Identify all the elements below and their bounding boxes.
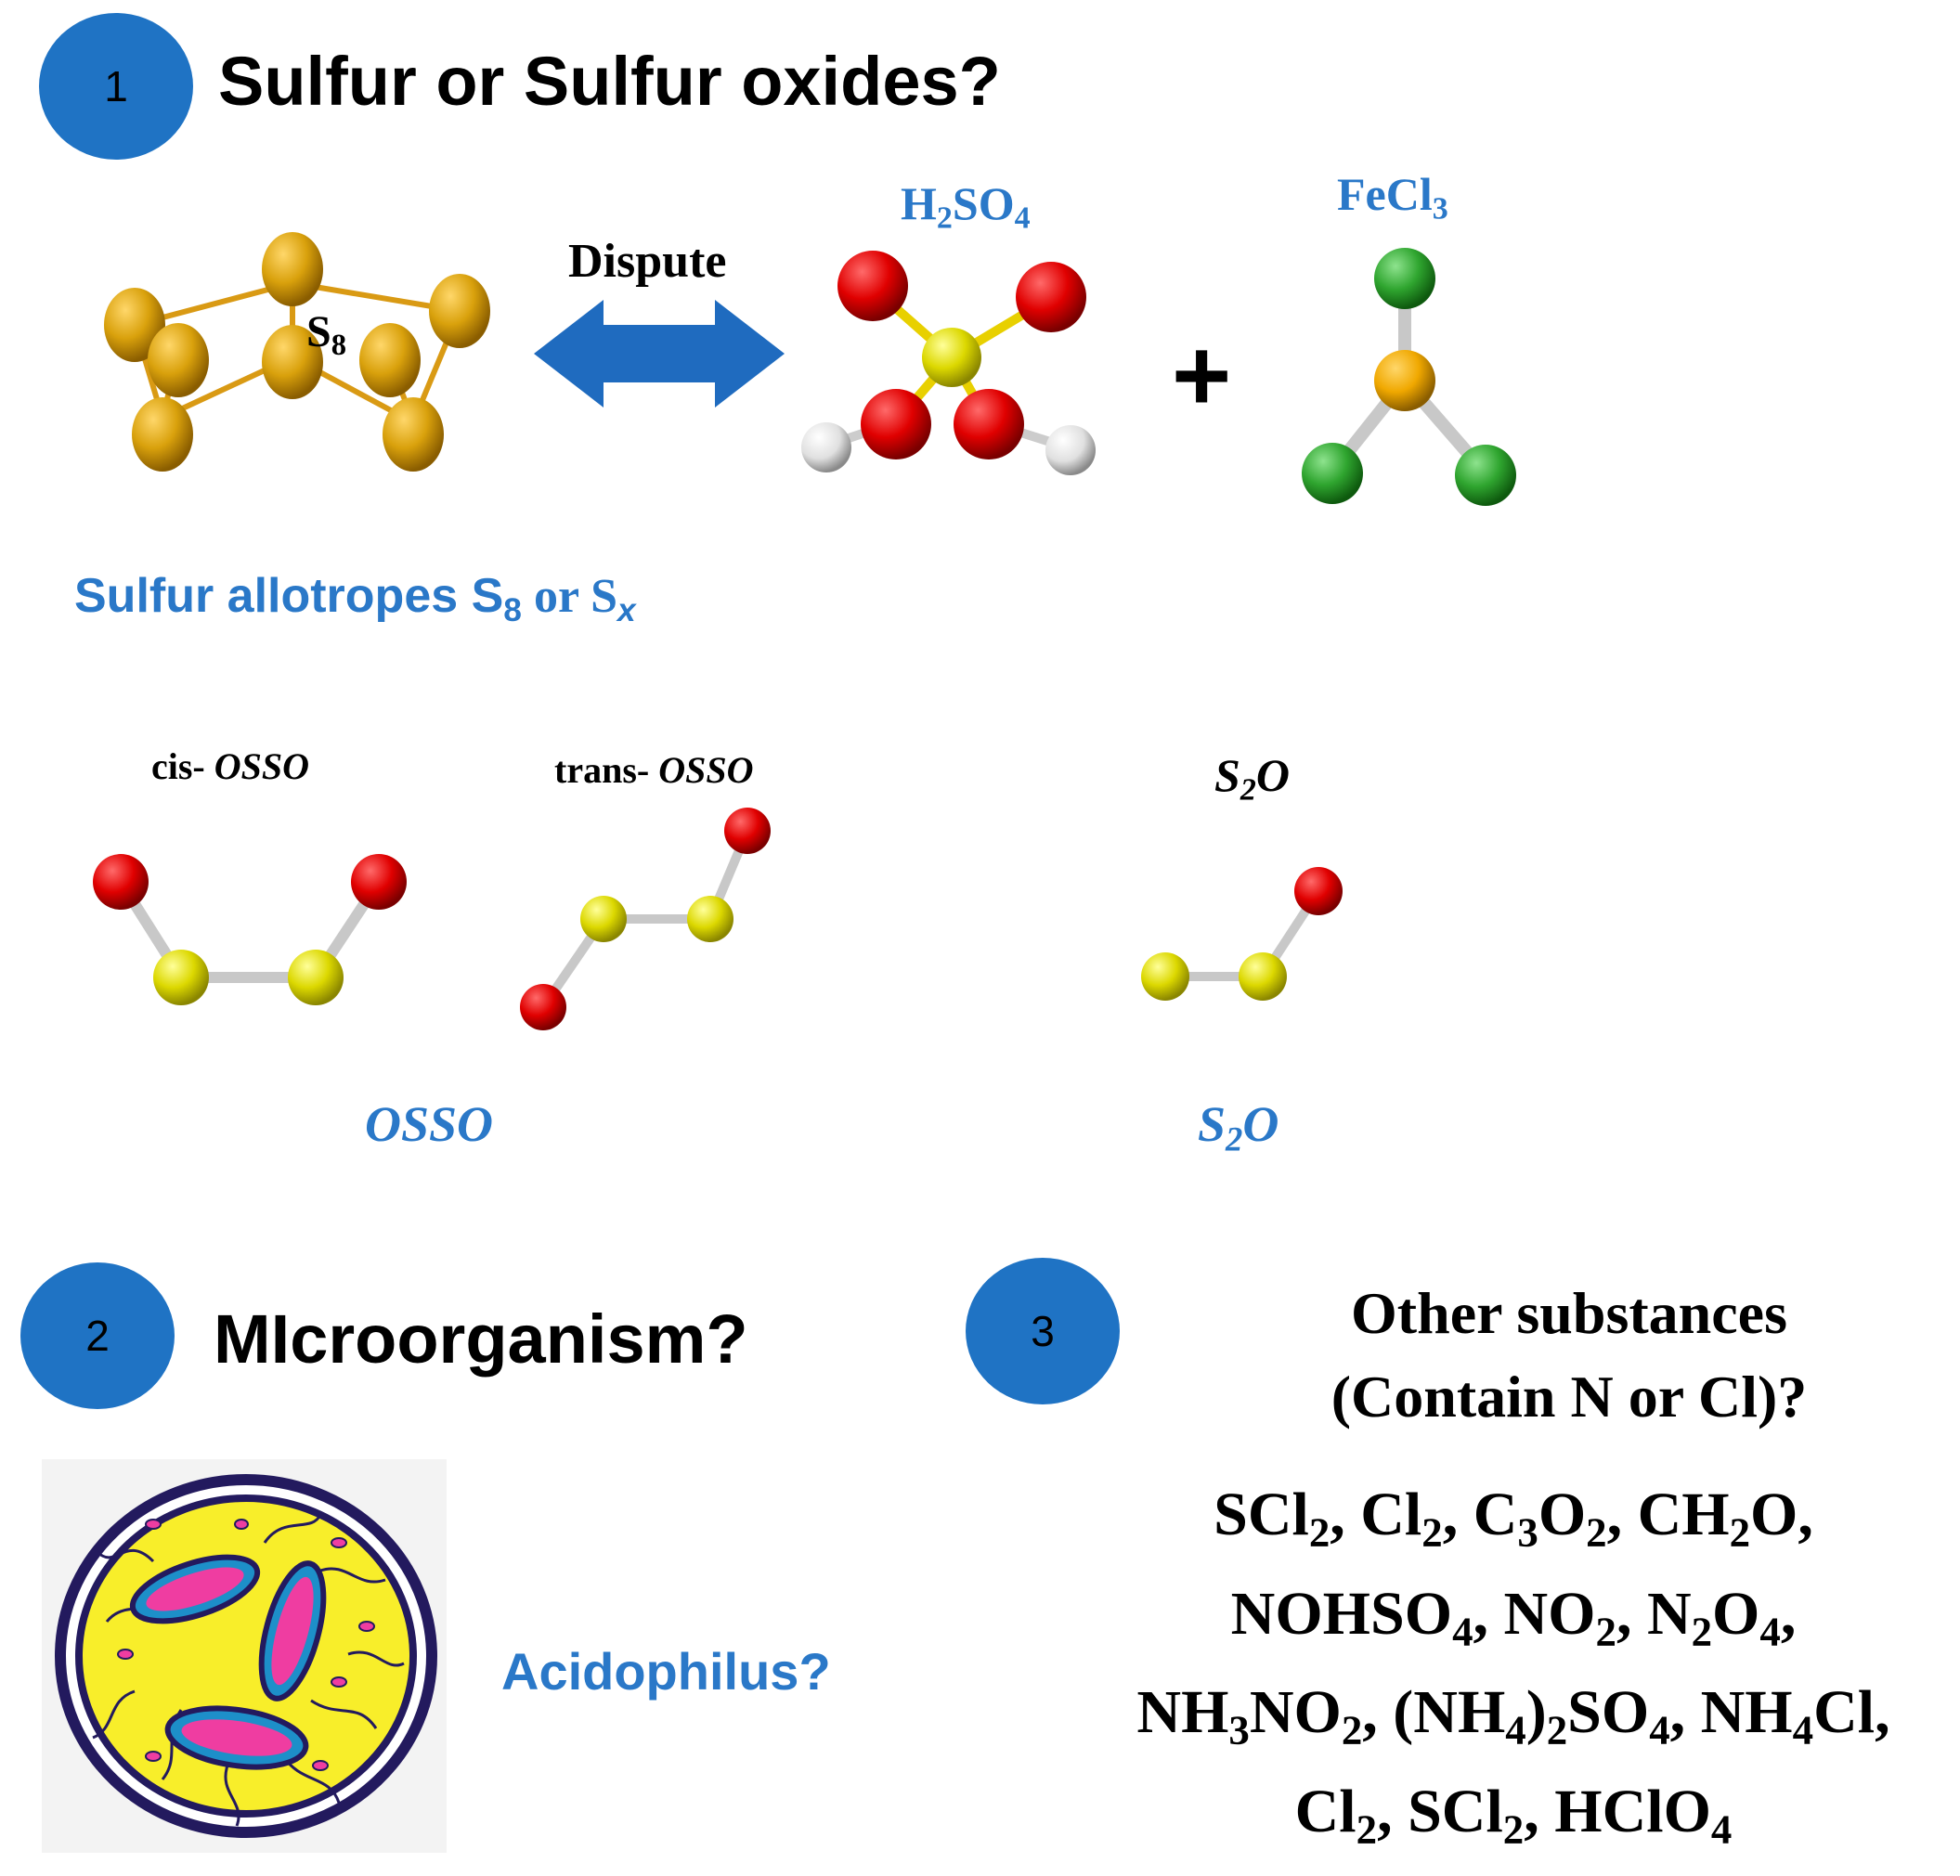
- trans-osso-molecule: [520, 808, 771, 1030]
- section-2-number: 2: [85, 1312, 110, 1360]
- formula-text: , C: [1442, 1481, 1518, 1548]
- allotropes-caption: Sulfur allotropes S8 or Sx: [74, 569, 636, 628]
- s2o-bonds: [1165, 888, 1323, 981]
- acidophilus-caption: Acidophilus?: [501, 1642, 831, 1701]
- section-3-heading: Other substances (Contain N or Cl)?: [1244, 1272, 1894, 1439]
- section-3-number: 3: [1031, 1307, 1055, 1355]
- s2o-atoms: [1141, 867, 1343, 1001]
- formula-subscript: 2: [1546, 1706, 1568, 1753]
- cis-osso-molecule: [93, 854, 407, 1005]
- h2so4-atoms: [801, 251, 1096, 475]
- formula-subscript: 4: [1792, 1706, 1814, 1753]
- formula-text: SO: [1567, 1678, 1650, 1747]
- s2o-label: S2O: [1214, 749, 1290, 808]
- s8-molecule: [104, 232, 490, 472]
- plus-sign: +: [1172, 318, 1232, 433]
- bacteria-cells: [129, 1554, 327, 1770]
- h2so4-label-part: H: [901, 177, 937, 229]
- section-3-heading-line-1: Other substances: [1351, 1280, 1787, 1346]
- fecl3-label: FeCl3: [1337, 167, 1448, 227]
- formula-subscript: 2: [1691, 1608, 1713, 1655]
- section-1-number: 1: [104, 62, 128, 110]
- fecl3-label-part: FeCl: [1337, 168, 1433, 220]
- h2so4-label-part: 2: [936, 201, 953, 236]
- formula-text: , (NH: [1362, 1678, 1506, 1747]
- formula-text: O: [1712, 1579, 1760, 1648]
- formula-text: , NH: [1669, 1678, 1793, 1747]
- formula-text: NOHSO: [1230, 1579, 1453, 1648]
- formula-subscript: 2: [1502, 1805, 1525, 1853]
- section-1-badge: 1: [39, 13, 193, 160]
- s2o-caption: S2O: [1198, 1096, 1279, 1158]
- formula-text: , HClO: [1524, 1777, 1711, 1845]
- formula-subscript: 2: [1341, 1706, 1363, 1753]
- formula-text: NO: [1249, 1678, 1342, 1747]
- formula-text: , Cl: [1330, 1481, 1422, 1548]
- formula-subscript: 4: [1710, 1805, 1733, 1853]
- formula-subscript: 4: [1452, 1608, 1473, 1655]
- formula-text: O: [1538, 1481, 1587, 1548]
- formula-line: SCl2, Cl2, C3O2, CH2O,: [1077, 1474, 1950, 1573]
- formula-text: SCl: [1214, 1481, 1309, 1548]
- formula-text: O,: [1750, 1481, 1813, 1548]
- s2o-molecule: [1141, 867, 1343, 1001]
- formula-subscript: 2: [1586, 1508, 1607, 1556]
- h2so4-label-part: SO: [952, 177, 1015, 229]
- section-3-badge: 3: [966, 1258, 1120, 1404]
- formula-text: , N: [1616, 1579, 1692, 1648]
- formula-subscript: 2: [1729, 1508, 1751, 1556]
- bacteria-spores: [117, 1519, 375, 1771]
- formula-subscript: 3: [1517, 1508, 1538, 1556]
- formula-text: ,: [1780, 1579, 1797, 1648]
- osso-caption: OSSO: [365, 1096, 494, 1152]
- formula-subscript: 4: [1759, 1608, 1781, 1655]
- trans-osso-atoms: [520, 808, 771, 1030]
- s8-label: S8: [306, 307, 347, 363]
- double-arrow: [534, 300, 785, 408]
- h2so4-label-part: 4: [1014, 201, 1031, 236]
- formula-subscript: 2: [1595, 1608, 1616, 1655]
- fecl3-atoms: [1302, 248, 1516, 506]
- section-2-badge: 2: [20, 1262, 175, 1409]
- section-1-heading: Sulfur or Sulfur oxides?: [218, 43, 1001, 120]
- formula-subscript: 3: [1228, 1706, 1250, 1753]
- trans-osso-label: trans- OSSO: [554, 749, 754, 791]
- formula-subscript: 4: [1649, 1706, 1670, 1753]
- section-3-heading-line-2: (Contain N or Cl)?: [1330, 1364, 1808, 1430]
- formula-text: Cl: [1294, 1777, 1356, 1845]
- formula-text: , CH: [1606, 1481, 1730, 1548]
- h2so4-molecule: [801, 251, 1096, 475]
- fecl3-label-part: 3: [1432, 191, 1448, 226]
- formula-text: Cl,: [1813, 1678, 1890, 1747]
- formula-subscript: 2: [1356, 1805, 1378, 1853]
- s8-atoms: [104, 232, 490, 472]
- formula-subscript: 4: [1505, 1706, 1526, 1753]
- cis-osso-label: cis- OSSO: [151, 745, 310, 787]
- formula-line: NH3NO2, (NH4)2SO4, NH4Cl,: [1077, 1672, 1950, 1771]
- formula-subscript: 2: [1308, 1508, 1330, 1556]
- formula-text: , NO: [1473, 1579, 1596, 1648]
- formula-text: , SCl: [1377, 1777, 1503, 1845]
- other-substances-list: SCl2, Cl2, C3O2, CH2O,NOHSO4, NO2, N2O4,…: [1077, 1474, 1950, 1870]
- h2so4-label: H2SO4: [901, 176, 1031, 237]
- fecl3-molecule: [1302, 248, 1516, 506]
- formula-line: Cl2, SCl2, HClO4: [1077, 1771, 1950, 1870]
- formula-text: NH: [1136, 1678, 1229, 1747]
- cis-osso-atoms: [93, 854, 407, 1005]
- bacteria-illustration: [42, 1459, 447, 1853]
- formula-subscript: 2: [1421, 1508, 1443, 1556]
- dispute-label: Dispute: [568, 235, 727, 288]
- section-2-heading: MIcroorganism?: [214, 1300, 748, 1378]
- formula-text: ): [1525, 1678, 1547, 1747]
- formula-line: NOHSO4, NO2, N2O4,: [1077, 1573, 1950, 1673]
